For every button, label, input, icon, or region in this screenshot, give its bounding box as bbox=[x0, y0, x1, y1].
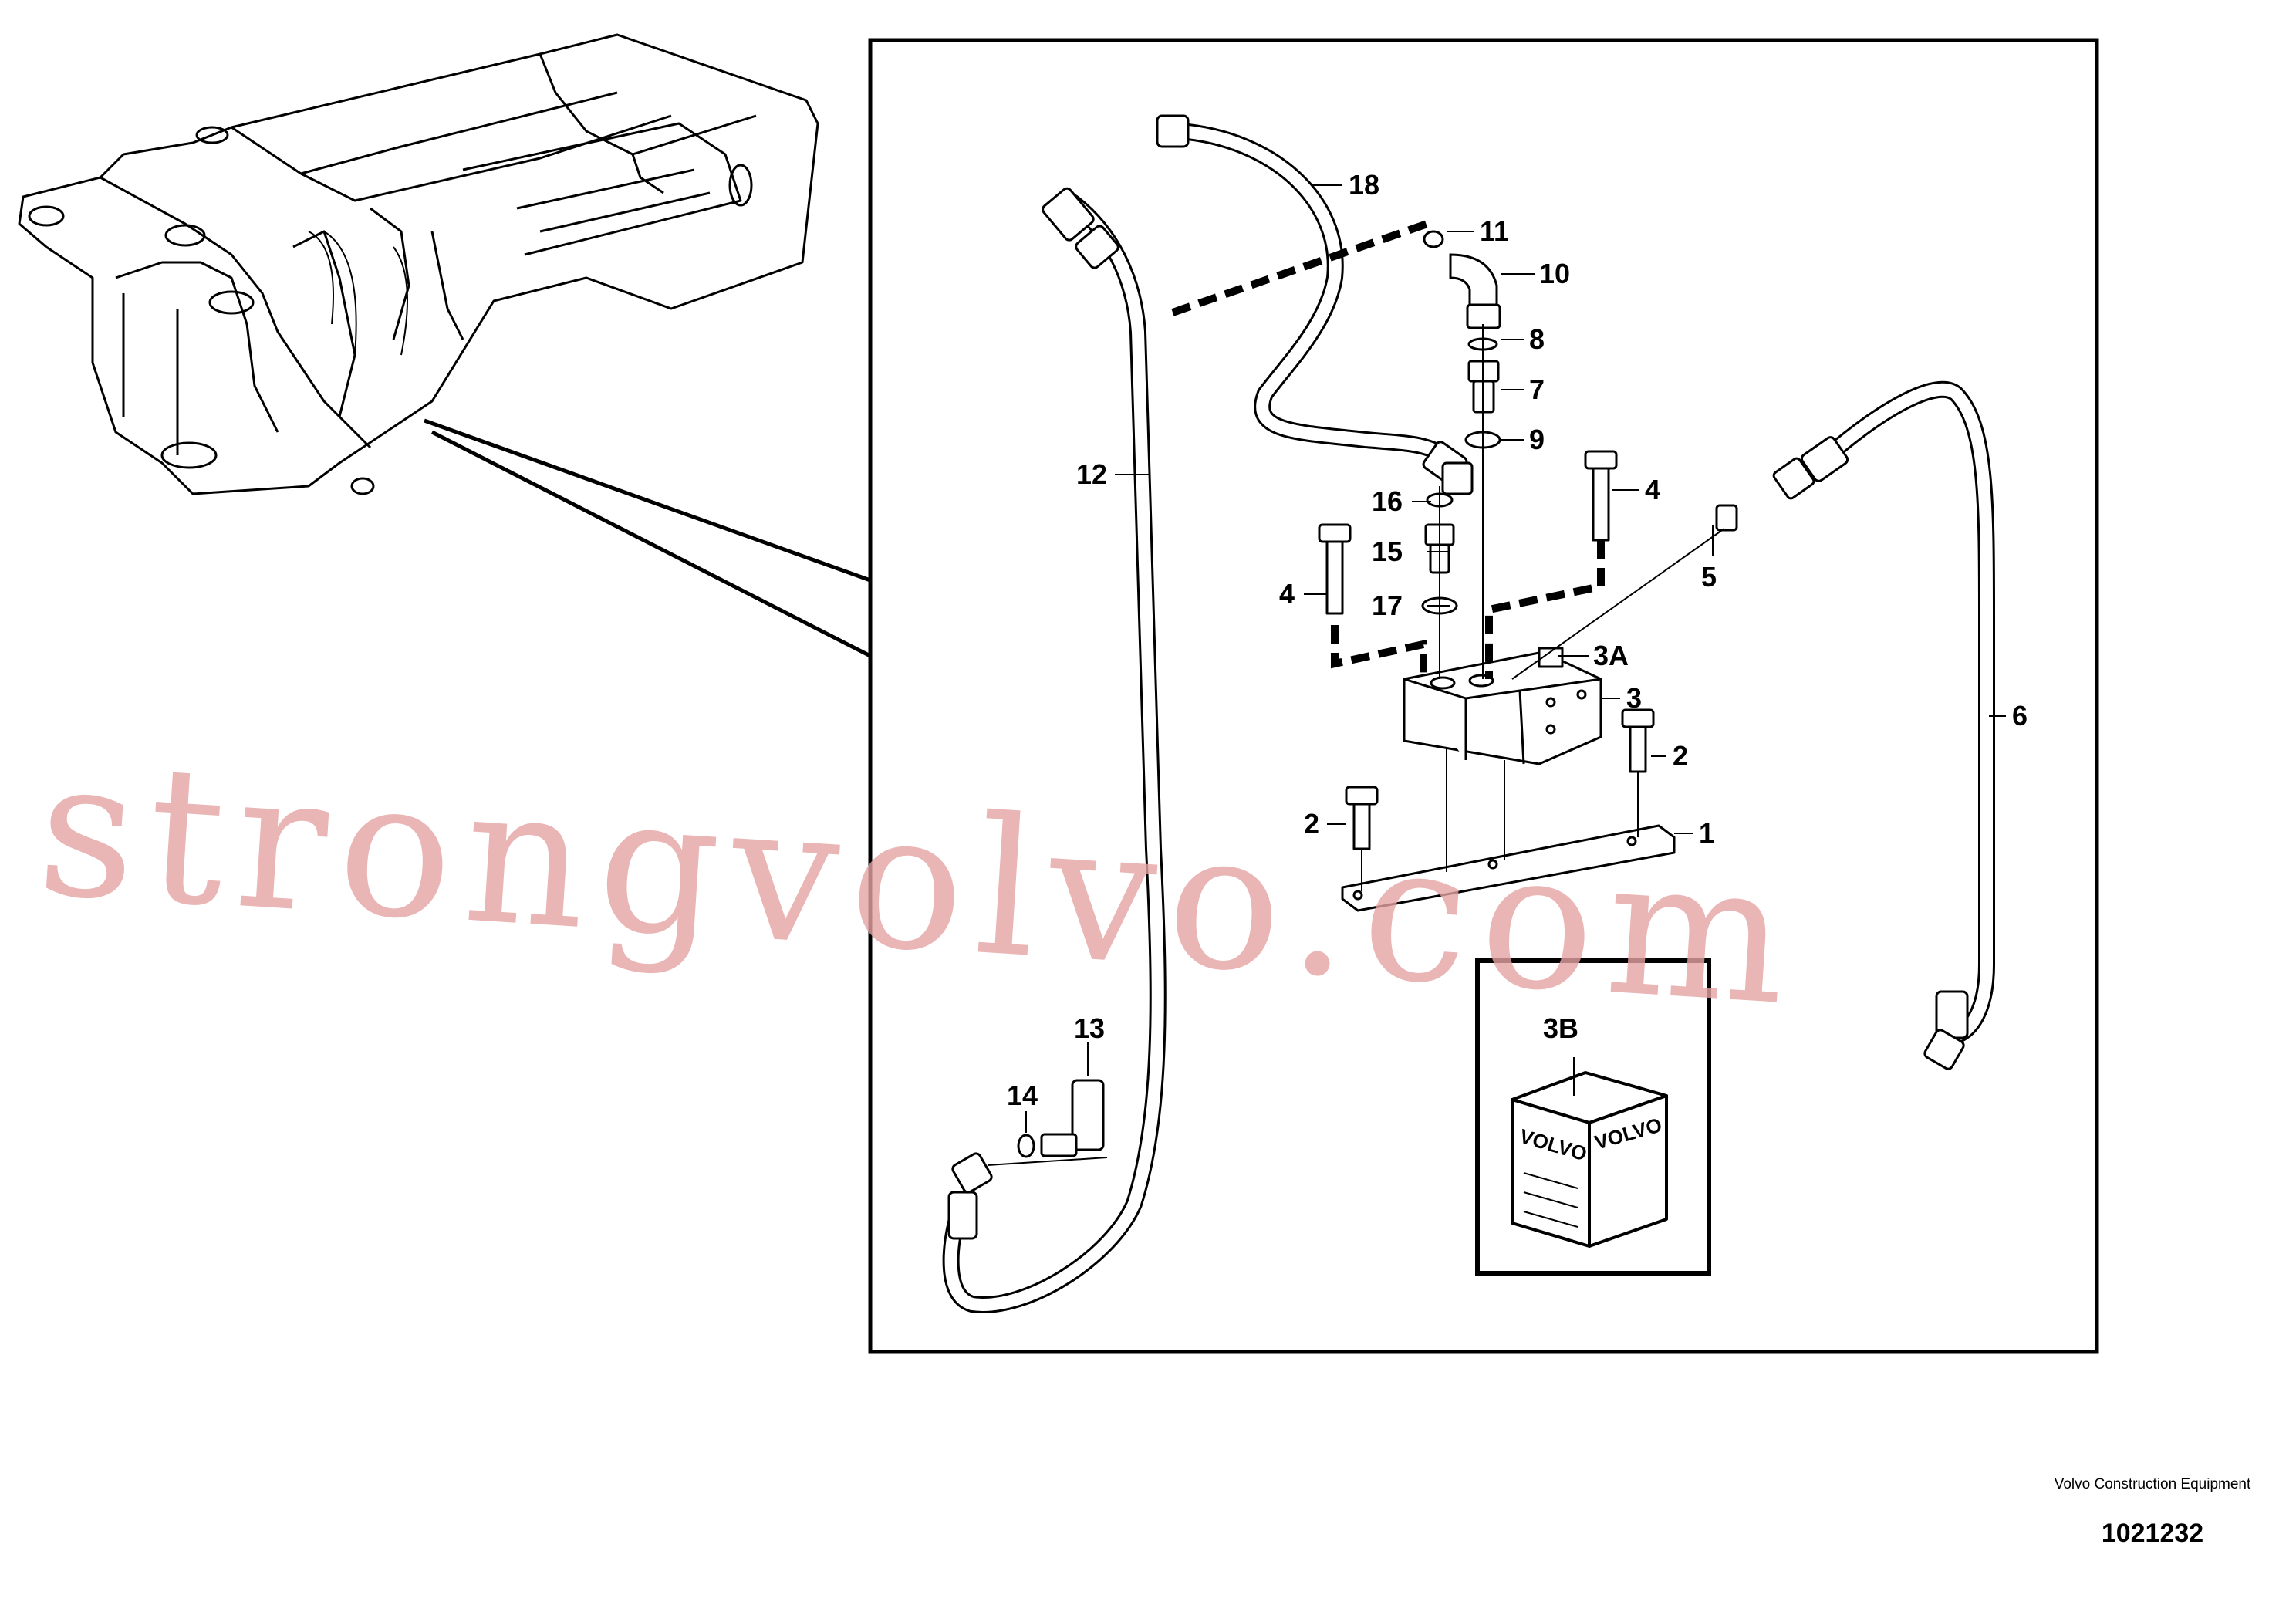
callout-3B: 3B bbox=[1543, 1012, 1578, 1044]
callout-labels: 18 11 10 8 7 9 12 4 16 15 4 17 5 3A 3 6 … bbox=[1007, 169, 2028, 1111]
callout-12: 12 bbox=[1076, 458, 1107, 490]
callout-10: 10 bbox=[1539, 258, 1570, 289]
callout-3A: 3A bbox=[1593, 640, 1629, 671]
tee-fitting bbox=[1017, 1079, 1105, 1158]
hoses bbox=[942, 123, 1995, 1313]
callout-7: 7 bbox=[1529, 373, 1545, 405]
callout-leaders bbox=[1025, 184, 2006, 1133]
callout-3: 3 bbox=[1626, 682, 1642, 714]
callout-8: 8 bbox=[1529, 323, 1545, 355]
hose-fittings bbox=[947, 114, 1969, 1240]
callout-2-left: 2 bbox=[1304, 808, 1319, 840]
callout-18: 18 bbox=[1349, 169, 1379, 201]
callout-17: 17 bbox=[1372, 590, 1403, 621]
callout-1: 1 bbox=[1699, 817, 1714, 849]
assembly-lines bbox=[987, 220, 1725, 1166]
callout-2-right: 2 bbox=[1673, 740, 1688, 772]
callout-9: 9 bbox=[1529, 424, 1545, 455]
callout-13: 13 bbox=[1074, 1012, 1105, 1044]
frame-overview bbox=[18, 33, 819, 495]
callout-5: 5 bbox=[1701, 561, 1717, 593]
callout-6: 6 bbox=[2012, 700, 2028, 732]
callout-14: 14 bbox=[1007, 1080, 1038, 1111]
fitting-stack bbox=[1421, 230, 1501, 615]
callout-4-right: 4 bbox=[1645, 474, 1660, 505]
kit-box-icon bbox=[1511, 1057, 1668, 1248]
detail-frame bbox=[868, 38, 2099, 1354]
callout-11: 11 bbox=[1480, 215, 1509, 247]
detail-leader bbox=[424, 418, 872, 658]
drawing-number: 1021232 bbox=[2101, 1519, 2204, 1548]
callout-4-left: 4 bbox=[1279, 578, 1295, 610]
callout-16: 16 bbox=[1372, 485, 1403, 517]
callout-15: 15 bbox=[1372, 536, 1403, 567]
manufacturer-label: Volvo Construction Equipment bbox=[2054, 1476, 2251, 1492]
valve-block bbox=[1318, 450, 1738, 912]
